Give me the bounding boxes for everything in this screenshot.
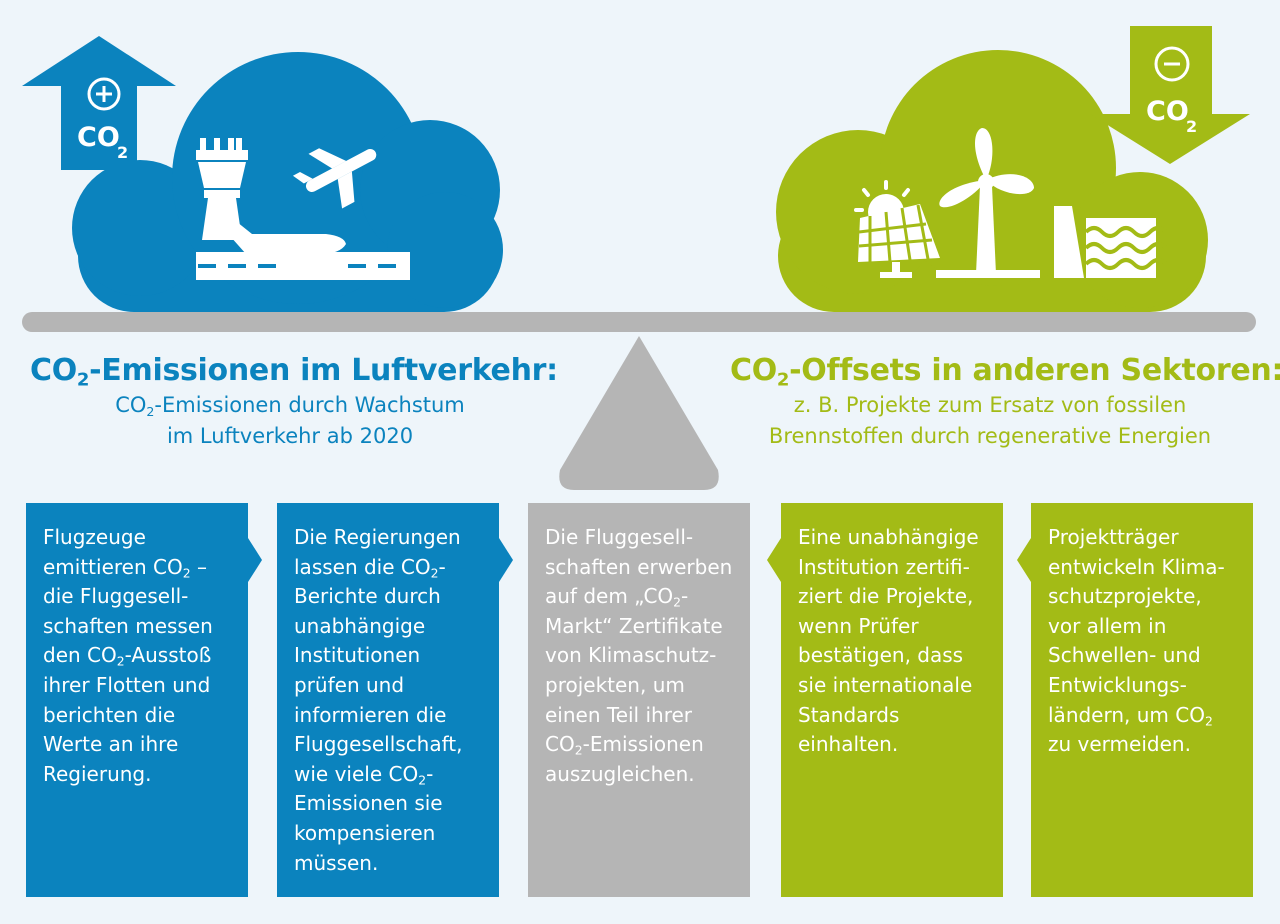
airplane-icon [292,148,377,209]
wind-turbine-icon [936,128,1040,278]
step-box-3: Die Fluggesell- schaften erwerben auf de… [528,503,750,897]
right-heading: CO2-Offsets in anderen Sektoren: z. B. P… [730,352,1280,452]
up-arrow-co2-label: CO [77,122,120,153]
step-box-4: Eine unabhängige Institution zertifi- zi… [781,503,1003,897]
step-box-1: Flugzeuge emittieren CO2 – die Fluggesel… [26,503,248,897]
up-arrow-co2-sub: 2 [117,143,128,162]
down-arrow-co2-label: CO [1146,96,1189,127]
right-heading-title: CO2-Offsets in anderen Sektoren: [730,353,1280,391]
left-heading: CO2-Emissionen im Luftverkehr: CO2-Emiss… [30,352,558,452]
step-4-pointer [767,538,781,582]
left-heading-title: CO2-Emissionen im Luftverkehr: [30,353,558,391]
step-2-pointer [499,538,513,582]
step-box-2: Die Regierungen lassen die CO2- Berichte… [277,503,499,897]
plus-circle-icon [87,77,121,111]
left-heading-sub-2: im Luftverkehr ab 2020 [166,424,414,448]
left-heading-sub-1: CO2-Emissionen durch Wachstum [115,393,465,419]
right-heading-sub-2: Brennstoffen durch regenerative Energien [768,424,1212,448]
minus-circle-icon [1154,46,1190,82]
down-arrow-co2-sub: 2 [1186,117,1197,136]
step-5-pointer [1017,538,1031,582]
step-1-pointer [248,538,262,582]
step-box-5: Projektträger entwickeln Klima- schutzpr… [1031,503,1253,897]
hydro-dam-icon [1054,206,1168,278]
down-arrow: CO 2 [1090,26,1250,164]
runway [196,252,410,280]
solar-panel-icon [854,180,940,278]
right-heading-sub-1: z. B. Projekte zum Ersatz von fossilen [793,393,1187,417]
up-arrow: CO 2 [22,36,176,170]
balance-fulcrum [559,336,719,490]
balance-beam [22,312,1256,332]
